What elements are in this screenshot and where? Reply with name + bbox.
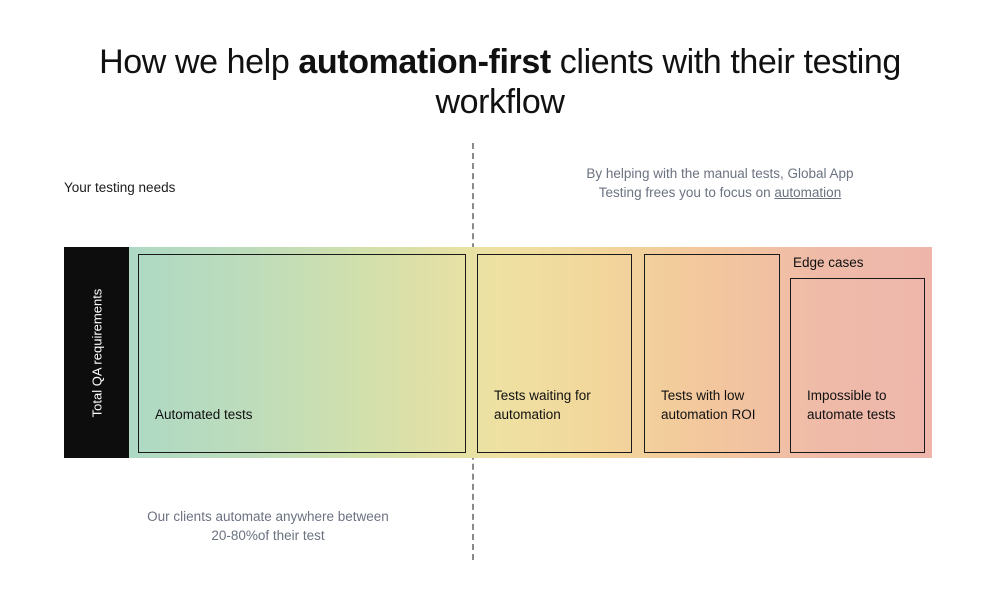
axis-label-text: Total QA requirements [89, 288, 104, 417]
title-emphasis: automation-first [298, 43, 551, 81]
segment-box-tests-waiting[interactable]: Tests waiting for automation [477, 254, 632, 453]
segment-label-automated-tests: Automated tests [155, 407, 253, 422]
bottom-annotation-line-2: 20-80%of their test [211, 528, 325, 543]
title-part-2: clients with their testing workflow [435, 43, 901, 121]
qa-requirements-band: Total QA requirements Automated tests Te… [64, 247, 932, 458]
right-annotation: By helping with the manual tests, Global… [520, 164, 920, 202]
segment-label-low-roi: Tests with low automation ROI [661, 388, 756, 422]
segment-box-automated-tests[interactable]: Automated tests [138, 254, 466, 453]
bottom-annotation: Our clients automate anywhere between 20… [108, 507, 428, 545]
automation-link[interactable]: automation [774, 185, 842, 200]
bottom-annotation-line-1: Our clients automate anywhere between [147, 509, 389, 524]
axis-label-bar: Total QA requirements [64, 247, 129, 458]
title-part-1: How we help [99, 43, 299, 81]
segment-box-low-roi[interactable]: Tests with low automation ROI [644, 254, 780, 453]
right-annotation-line-2: Testing frees you to focus on [598, 185, 775, 200]
segment-label-impossible: Impossible to automate tests [807, 388, 896, 422]
page-title: How we help automation-first clients wit… [80, 42, 920, 122]
left-annotation: Your testing needs [64, 180, 176, 195]
segment-label-tests-waiting: Tests waiting for automation [494, 388, 591, 422]
right-annotation-line-1: By helping with the manual tests, Global… [586, 166, 854, 181]
segments-gradient-track: Automated tests Tests waiting for automa… [129, 247, 932, 458]
segment-box-impossible[interactable]: Impossible to automate tests [790, 278, 925, 453]
edge-cases-label: Edge cases [793, 255, 864, 270]
